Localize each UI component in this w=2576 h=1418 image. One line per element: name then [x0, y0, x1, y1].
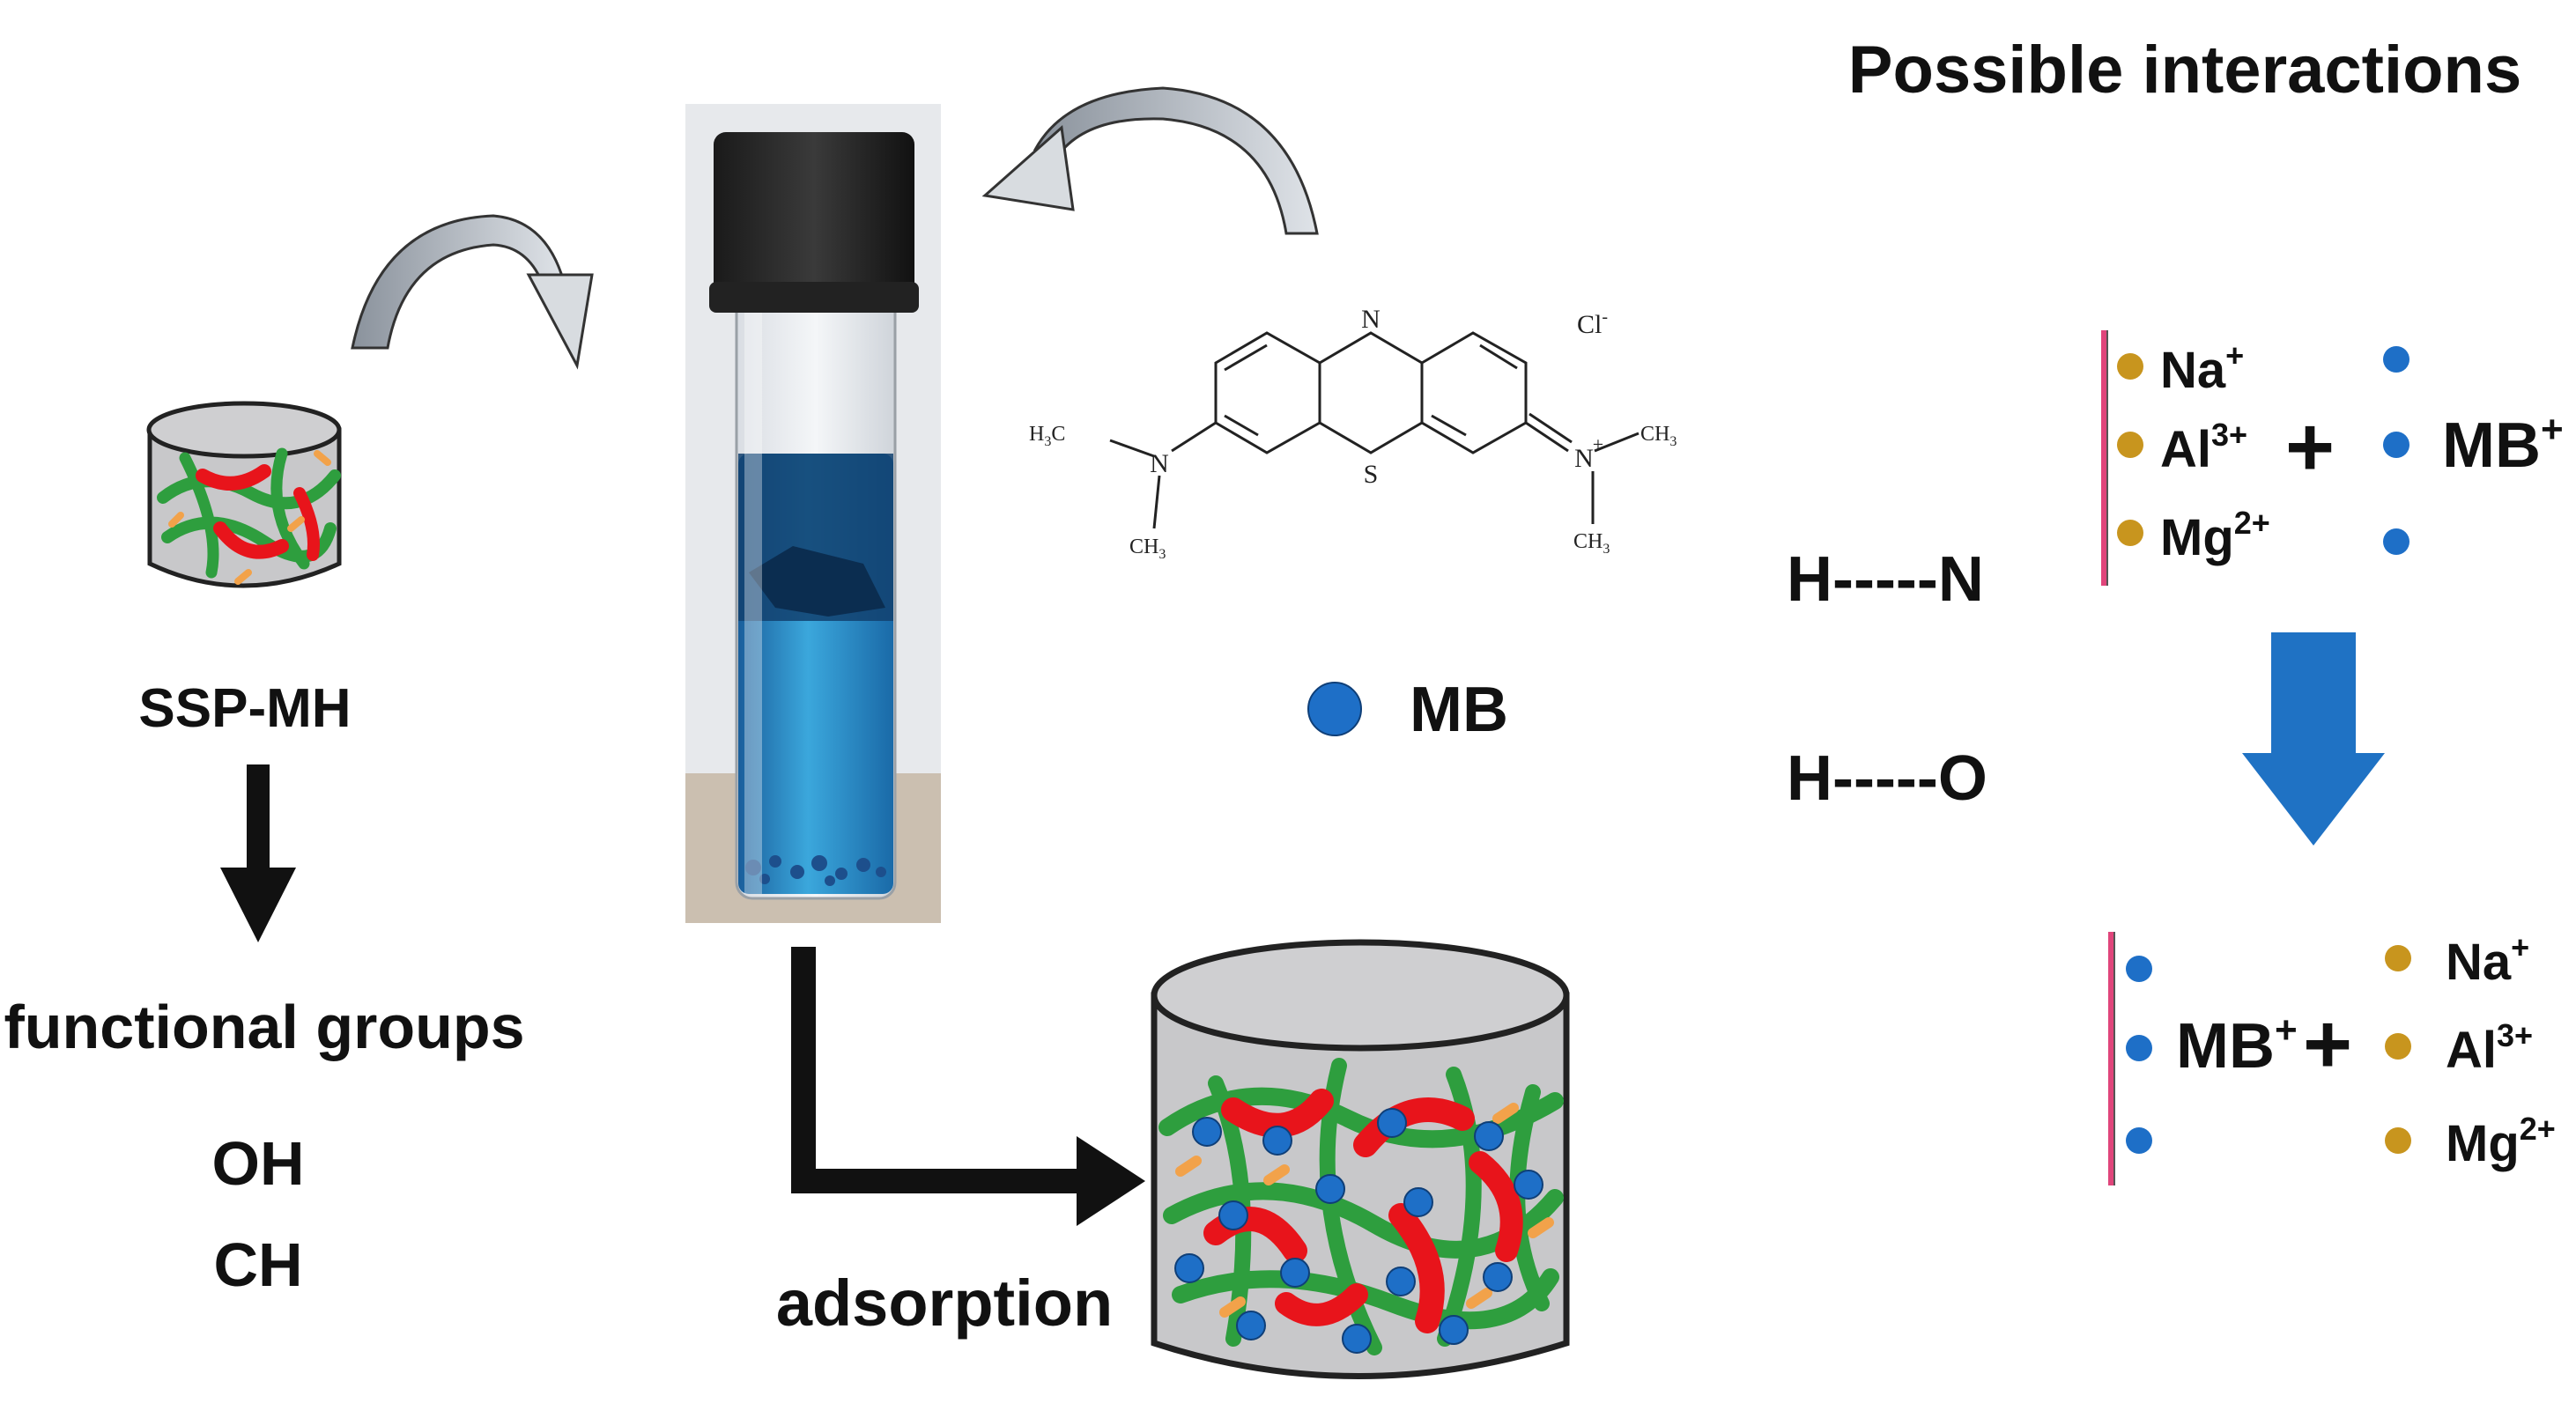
- interactions-title: Possible interactions: [1848, 33, 2521, 107]
- cation-dots-after: [2385, 945, 2411, 1154]
- right-bottom-methyl: CH3: [1573, 530, 1610, 557]
- mb-legend-label: MB: [1410, 675, 1508, 745]
- exchange-arrow-icon: [2242, 632, 2385, 846]
- vial-photo: [685, 104, 941, 923]
- ion-na-before: Na+: [2160, 337, 2244, 399]
- hbond-ho: H-----O: [1787, 743, 1988, 814]
- mb-ion-after: MB+: [2176, 1008, 2298, 1082]
- ion-na-after: Na+: [2446, 929, 2529, 991]
- atom-s: S: [1364, 460, 1379, 489]
- curved-arrow-icon: [985, 88, 1317, 233]
- mb-legend-dot-icon: [1308, 683, 1361, 735]
- functional-groups-label: functional groups: [4, 993, 524, 1061]
- n-charge: +: [1593, 433, 1603, 455]
- ssp-mh-label: SSP-MH: [138, 678, 351, 739]
- l-arrow-icon: [791, 947, 1145, 1226]
- down-arrow-icon: [220, 764, 296, 942]
- surface-after: [2108, 932, 2114, 1185]
- left-top-methyl: H3C: [1029, 423, 1065, 449]
- surface-before: [2101, 330, 2107, 586]
- hbond-hn: H-----N: [1787, 544, 1984, 615]
- chloride-ion: Cl-: [1577, 307, 1608, 339]
- ion-al-after: Al3+: [2446, 1017, 2533, 1079]
- methylene-blue-structure: [1110, 333, 1639, 528]
- ion-mg-after: Mg2+: [2446, 1111, 2556, 1172]
- mb-dots-before: [2383, 346, 2409, 555]
- plus-before: +: [2285, 400, 2335, 494]
- atom-n-right: N: [1574, 444, 1594, 473]
- ion-al-before: Al3+: [2160, 417, 2247, 478]
- atom-n-left: N: [1150, 449, 1169, 478]
- ssp-mh-container-icon: [149, 403, 339, 586]
- atom-n-top: N: [1361, 305, 1381, 334]
- plus-after: +: [2303, 997, 2352, 1091]
- group-ch: CH: [213, 1230, 302, 1299]
- ion-mg-before: Mg2+: [2160, 505, 2270, 566]
- left-bottom-methyl: CH3: [1129, 535, 1166, 562]
- group-oh: OH: [212, 1129, 305, 1198]
- mb-dots-after: [2126, 956, 2152, 1154]
- mb-ion-before: MB+: [2442, 408, 2564, 481]
- right-top-methyl: CH3: [1640, 423, 1677, 449]
- adsorbed-container-icon: [1154, 942, 1566, 1377]
- curved-arrow-icon: [352, 216, 592, 366]
- cation-dots-before: [2117, 353, 2143, 546]
- adsorption-label: adsorption: [776, 1267, 1113, 1340]
